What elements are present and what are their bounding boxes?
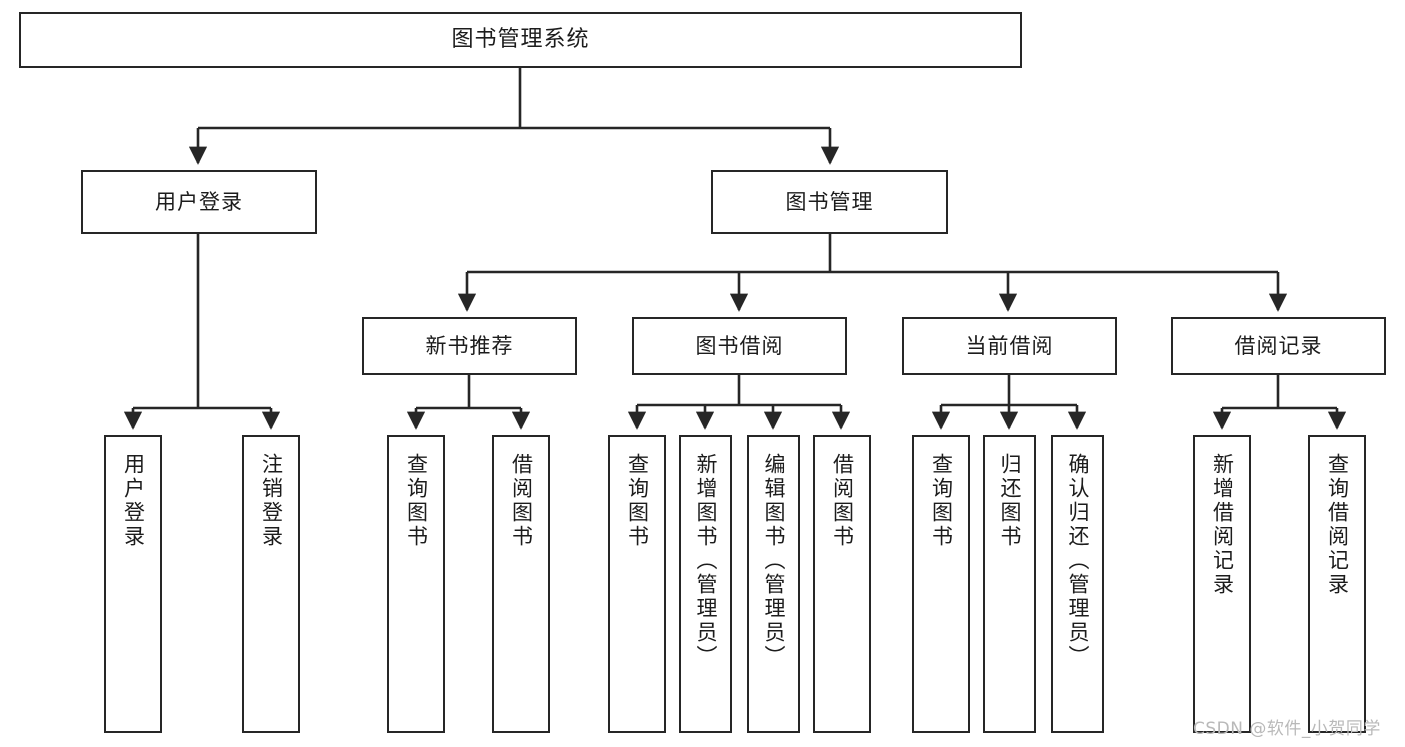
- node-borrow-record[interactable]: 借阅记录: [1171, 317, 1386, 375]
- leaf-query-book-3[interactable]: 查询图书: [912, 435, 970, 733]
- node-borrow-record-label: 借阅记录: [1234, 333, 1323, 358]
- node-root-label: 图书管理系统: [451, 27, 590, 53]
- node-new-book-recommend[interactable]: 新书推荐: [362, 317, 577, 375]
- leaf-query-book-1[interactable]: 查询图书: [387, 435, 445, 733]
- leaf-return-book-label: 归还图书: [998, 453, 1023, 549]
- node-book-borrow[interactable]: 图书借阅: [632, 317, 847, 375]
- leaf-add-record[interactable]: 新增借阅记录: [1193, 435, 1251, 733]
- csdn-watermark: CSDN @软件_小贺同学: [1193, 719, 1381, 739]
- leaf-query-book-2[interactable]: 查询图书: [608, 435, 666, 733]
- node-user-login-label: 用户登录: [155, 189, 243, 214]
- leaf-edit-book[interactable]: 编辑图书（管理员）: [747, 435, 800, 733]
- node-root[interactable]: 图书管理系统: [19, 12, 1022, 68]
- node-new-book-recommend-label: 新书推荐: [425, 333, 514, 358]
- leaf-query-record-label: 查询借阅记录: [1325, 453, 1350, 597]
- leaf-confirm-return[interactable]: 确认归还（管理员）: [1051, 435, 1104, 733]
- leaf-confirm-return-label: 确认归还（管理员）: [1066, 453, 1091, 669]
- leaf-user-logout[interactable]: 注销登录: [242, 435, 300, 733]
- leaf-borrow-book-1[interactable]: 借阅图书: [492, 435, 550, 733]
- leaf-borrow-book-2[interactable]: 借阅图书: [813, 435, 871, 733]
- node-book-borrow-label: 图书借阅: [695, 333, 784, 358]
- leaf-borrow-book-1-label: 借阅图书: [509, 453, 534, 549]
- node-book-manage[interactable]: 图书管理: [711, 170, 948, 234]
- leaf-query-book-1-label: 查询图书: [404, 453, 429, 549]
- leaf-return-book[interactable]: 归还图书: [983, 435, 1036, 733]
- leaf-add-book-label: 新增图书（管理员）: [694, 453, 719, 669]
- leaf-query-record[interactable]: 查询借阅记录: [1308, 435, 1366, 733]
- leaf-add-record-label: 新增借阅记录: [1210, 453, 1235, 597]
- leaf-add-book[interactable]: 新增图书（管理员）: [679, 435, 732, 733]
- leaf-user-login[interactable]: 用户登录: [104, 435, 162, 733]
- leaf-borrow-book-2-label: 借阅图书: [830, 453, 855, 549]
- leaf-user-login-label: 用户登录: [121, 453, 146, 549]
- leaf-query-book-2-label: 查询图书: [625, 453, 650, 549]
- node-current-borrow[interactable]: 当前借阅: [902, 317, 1117, 375]
- node-current-borrow-label: 当前借阅: [965, 333, 1054, 358]
- node-user-login[interactable]: 用户登录: [81, 170, 317, 234]
- leaf-user-logout-label: 注销登录: [259, 453, 284, 549]
- leaf-query-book-3-label: 查询图书: [929, 453, 954, 549]
- leaf-edit-book-label: 编辑图书（管理员）: [762, 453, 787, 669]
- node-book-manage-label: 图书管理: [785, 189, 874, 214]
